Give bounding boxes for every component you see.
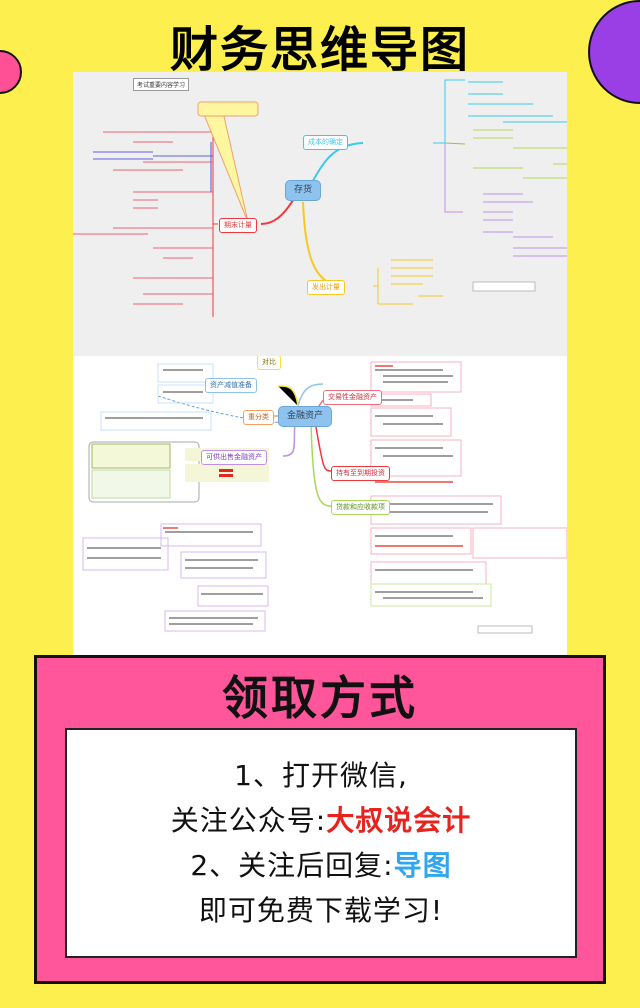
claim-panel: 领取方式 1、打开微信, 关注公众号:大叔说会计 2、关注后回复:导图 即可免费… (34, 655, 606, 984)
mindmap-1-branch-period-end: 期末计量 (219, 218, 257, 233)
mindmap-1-top-label: 考试重要内容学习 (133, 78, 190, 91)
reply-keyword: 导图 (393, 849, 452, 882)
mindmap-2-branch-impairment: 资产减值准备 (205, 378, 257, 393)
step-1-follow-account: 关注公众号:大叔说会计 (171, 798, 471, 843)
mindmap-financial-assets-image: 金融资产 交易性金融资产 持有至到期投资 贷款和应收款项 可供出售金融资产 资产… (73, 356, 567, 656)
claim-title: 领取方式 (222, 671, 418, 725)
mindmap-2-branch-held-to-maturity: 持有至到期投资 (331, 466, 390, 481)
reply-label: 2、关注后回复: (190, 849, 394, 882)
mindmap-2-branch-available-for-sale: 可供出售金融资产 (201, 450, 267, 465)
step-2-reply-keyword: 2、关注后回复:导图 (190, 843, 451, 888)
step-1-open-wechat: 1、打开微信, (234, 759, 408, 792)
mindmap-1-center-node: 存货 (285, 180, 322, 201)
page-title: 财务思维导图 (169, 22, 470, 78)
mindmap-2-connectors (82, 361, 567, 634)
mindmap-2-branch-trading: 交易性金融资产 (323, 390, 382, 405)
mindmap-1-connectors (73, 79, 567, 317)
follow-account-label: 关注公众号: (170, 804, 327, 837)
mindmap-1-branch-cost: 成本的确定 (303, 135, 348, 150)
mindmap-inventory-image: 考试重要内容学习 存货 成本的确定 期末计量 发出计量 (73, 72, 567, 356)
mindmap-2-branch-loans: 贷款和应收款项 (331, 500, 390, 515)
download-note: 即可免费下载学习! (198, 894, 444, 927)
claim-instructions: 1、打开微信, 关注公众号:大叔说会计 2、关注后回复:导图 即可免费下载学习! (65, 728, 577, 958)
account-name: 大叔说会计 (326, 804, 472, 837)
mindmap-2-center-node: 金融资产 (278, 406, 333, 427)
mindmap-2-branch-compare: 对比 (257, 356, 281, 370)
mindmap-1-branch-issue: 发出计量 (307, 280, 345, 295)
mindmap-2-branch-reclassify: 重分类 (243, 410, 274, 425)
